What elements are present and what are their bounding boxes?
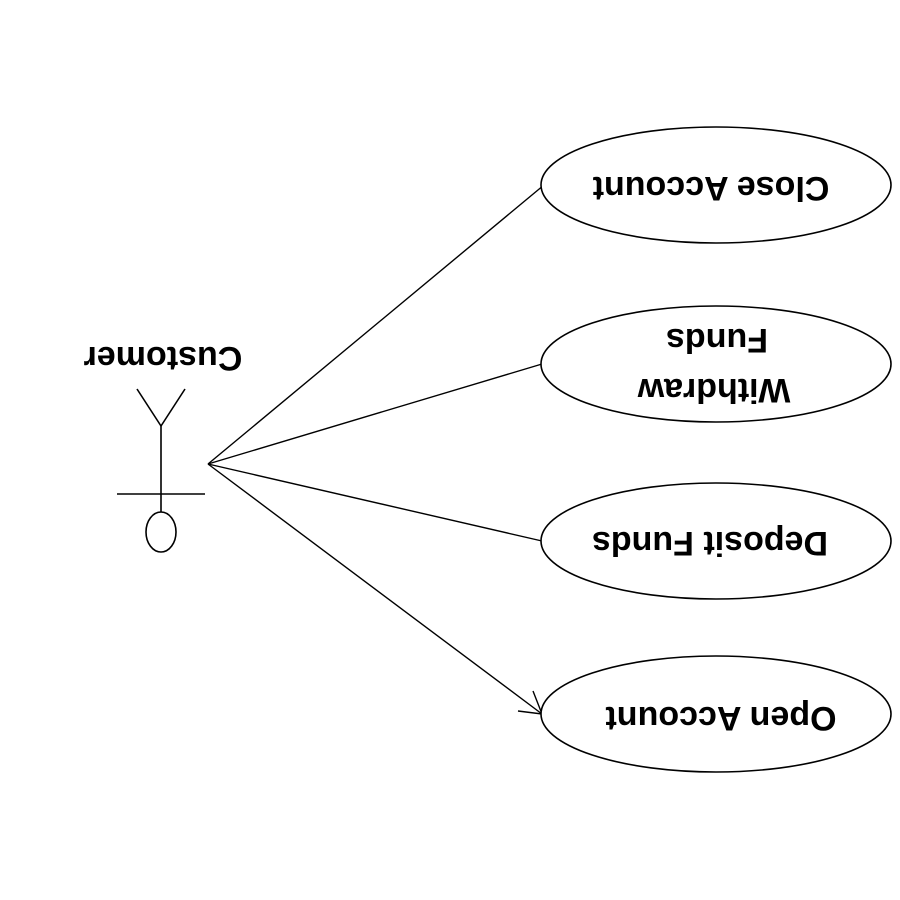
use-case-label-deposit-funds: Deposit Funds bbox=[592, 524, 828, 562]
association-line-close-account bbox=[207, 184, 545, 465]
use-case-label-withdraw-funds-line1: Withdraw bbox=[637, 371, 790, 409]
association-line-deposit-funds bbox=[207, 463, 543, 542]
use-case-ellipse-deposit-funds bbox=[540, 482, 892, 600]
associations bbox=[207, 184, 545, 715]
use-case-labels: Close Account Withdraw Funds Deposit Fun… bbox=[592, 169, 837, 737]
use-case-ellipse-close-account bbox=[540, 126, 892, 244]
use-case-ellipse-open-account bbox=[540, 655, 892, 773]
association-line-withdraw-funds bbox=[207, 363, 543, 465]
actor-leg-left bbox=[136, 388, 162, 427]
use-case-label-close-account: Close Account bbox=[593, 169, 830, 207]
actor-leg-right bbox=[160, 388, 186, 427]
use-case-label-withdraw-funds-line2: Funds bbox=[666, 321, 768, 359]
use-case-label-open-account: Open Account bbox=[605, 699, 836, 737]
use-cases bbox=[540, 126, 892, 773]
actor-head bbox=[145, 511, 177, 553]
association-line-open-account bbox=[207, 463, 543, 715]
use-case-ellipse-withdraw-funds bbox=[540, 305, 892, 423]
actor-label: Customer bbox=[84, 339, 243, 377]
actor-customer: Customer bbox=[84, 339, 243, 553]
